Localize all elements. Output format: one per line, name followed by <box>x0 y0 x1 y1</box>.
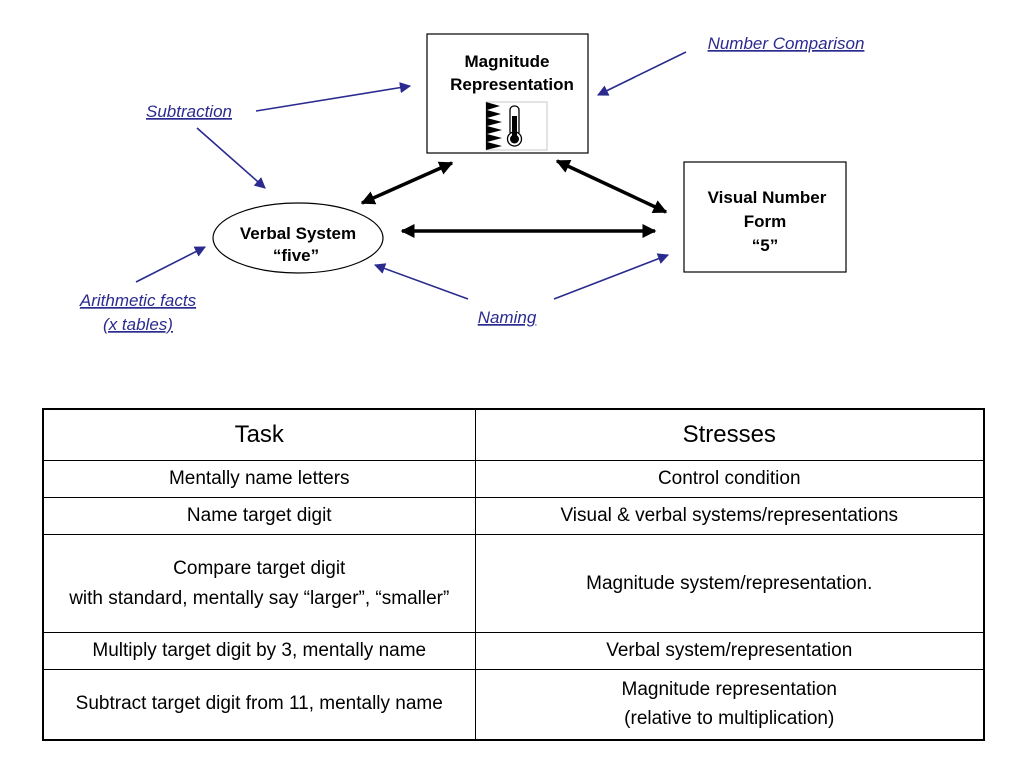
task-text: Name target digit <box>186 505 332 527</box>
task-text: Compare target digit <box>173 557 346 579</box>
naming-to-visual-arrow <box>553 253 670 300</box>
task-text: Subtract target digit from 11, mentally … <box>75 693 443 715</box>
visual-node-line-1: Visual Number <box>708 188 827 207</box>
table-row: Mentally name letters Control condition <box>42 460 985 498</box>
task-text: Multiply target digit by 3, mentally nam… <box>92 640 427 662</box>
magnitude-visual-arrow <box>555 159 668 214</box>
verbal-node-line-2: “five” <box>273 246 319 265</box>
table-row: Subtract target digit from 11, mentally … <box>42 669 985 740</box>
table-row: Compare target digit with standard, ment… <box>42 534 985 633</box>
stresses-cell: Control condition <box>474 460 985 498</box>
task-text-continued: with standard, mentally say “larger”, “s… <box>69 587 450 609</box>
task-cell: Compare target digit with standard, ment… <box>42 534 476 633</box>
verbal-node-line-1: Verbal System <box>240 224 356 243</box>
stresses-cell: Visual & verbal systems/representations <box>474 497 985 535</box>
task-cell: Mentally name letters <box>42 460 476 498</box>
label-arithmetic-facts: Arithmetic facts <box>79 291 197 310</box>
subtraction-to-verbal-arrow <box>196 127 266 189</box>
stresses-text: Magnitude system/representation. <box>586 572 873 594</box>
arithmetic-facts-arrow <box>135 246 206 283</box>
stresses-text: Control condition <box>657 468 801 490</box>
number-comparison-arrow <box>596 51 687 96</box>
label-subtraction: Subtraction <box>146 102 232 121</box>
magnitude-node-line-2: Representation <box>450 75 574 94</box>
stresses-text-continued: (relative to multiplication) <box>624 708 835 730</box>
stresses-text: Visual & verbal systems/representations <box>560 505 899 527</box>
stresses-text: Magnitude representation <box>621 678 837 700</box>
magnitude-representation-node: Magnitude Representation <box>426 33 589 154</box>
task-cell: Multiply target digit by 3, mentally nam… <box>42 632 476 670</box>
label-number-comparison: Number Comparison <box>708 34 865 53</box>
visual-node-line-2: Form <box>744 212 787 231</box>
task-stresses-table: Task Stresses Mentally name letters Cont… <box>42 408 985 741</box>
header-task: Task <box>42 408 476 461</box>
stresses-cell: Magnitude system/representation. <box>474 534 985 633</box>
label-x-tables: (x tables) <box>103 315 173 334</box>
stresses-cell: Verbal system/representation <box>474 632 985 670</box>
table-row: Name target digit Visual & verbal system… <box>42 497 985 535</box>
naming-to-verbal-arrow <box>373 263 469 300</box>
magnitude-node-line-1: Magnitude <box>465 52 550 71</box>
thermometer-icon <box>485 101 548 151</box>
stresses-text: Verbal system/representation <box>606 640 853 662</box>
triple-code-diagram: Magnitude Representation Verbal System “… <box>79 33 865 334</box>
stresses-cell: Magnitude representation (relative to mu… <box>474 669 985 740</box>
table-row: Multiply target digit by 3, mentally nam… <box>42 632 985 670</box>
verbal-system-node: Verbal System “five” <box>212 202 384 274</box>
task-cell: Subtract target digit from 11, mentally … <box>42 669 476 740</box>
verbal-magnitude-arrow <box>360 161 454 205</box>
table-header-row: Task Stresses <box>42 408 985 461</box>
label-naming: Naming <box>478 308 537 327</box>
header-stresses: Stresses <box>474 408 985 461</box>
task-cell: Name target digit <box>42 497 476 535</box>
task-text: Mentally name letters <box>168 468 350 490</box>
visual-node-line-3: “5” <box>752 236 778 255</box>
subtraction-to-magnitude-arrow <box>255 82 412 112</box>
visual-number-form-node: Visual Number Form “5” <box>683 161 847 273</box>
